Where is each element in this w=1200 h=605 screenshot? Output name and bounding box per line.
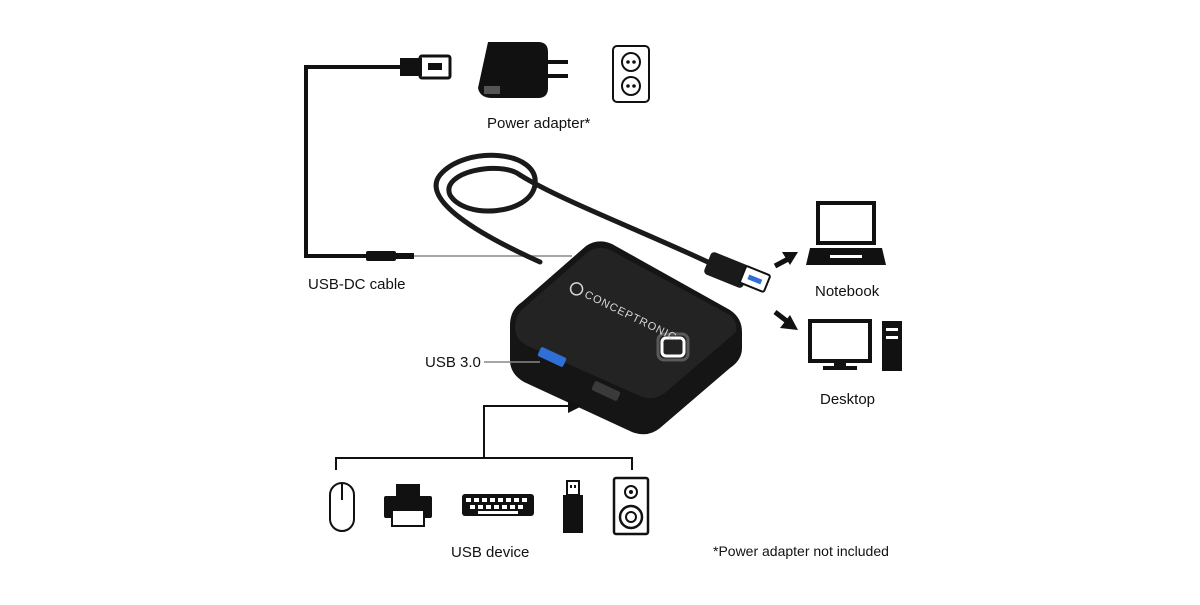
arrow-to-notebook [773,252,798,269]
usb-plug-icon [400,54,452,80]
power-adapter-icon [478,42,568,98]
mouse-icon [329,482,355,532]
label-power-adapter: Power adapter* [487,115,591,132]
usb-device-connector [335,405,633,470]
arrow-to-desktop [773,310,798,330]
arrow-to-hub [568,399,582,413]
usb3-plug-icon [704,252,771,293]
usb-hub-device: CONCEPTRONIC [510,241,742,435]
laptop-icon [806,201,886,265]
wall-socket-icon [612,45,650,103]
coiled-usb-cable [433,152,715,267]
power-led-button [656,332,690,362]
label-usb-30: USB 3.0 [425,354,481,371]
label-usb-device: USB device [451,544,530,561]
usb-port [591,381,621,401]
label-desktop: Desktop [820,391,876,408]
dc-plug-icon [366,251,414,261]
usb-stick-icon [563,480,583,533]
usb3-port [537,347,567,367]
keyboard-icon [462,494,534,516]
label-notebook: Notebook [815,283,880,300]
label-usb-dc-cable: USB-DC cable [308,276,406,293]
footnote: *Power adapter not included [713,543,889,559]
usb-dc-cable [304,65,410,258]
printer-icon [384,484,432,527]
speaker-icon [612,476,650,536]
desktop-icon [808,319,902,371]
